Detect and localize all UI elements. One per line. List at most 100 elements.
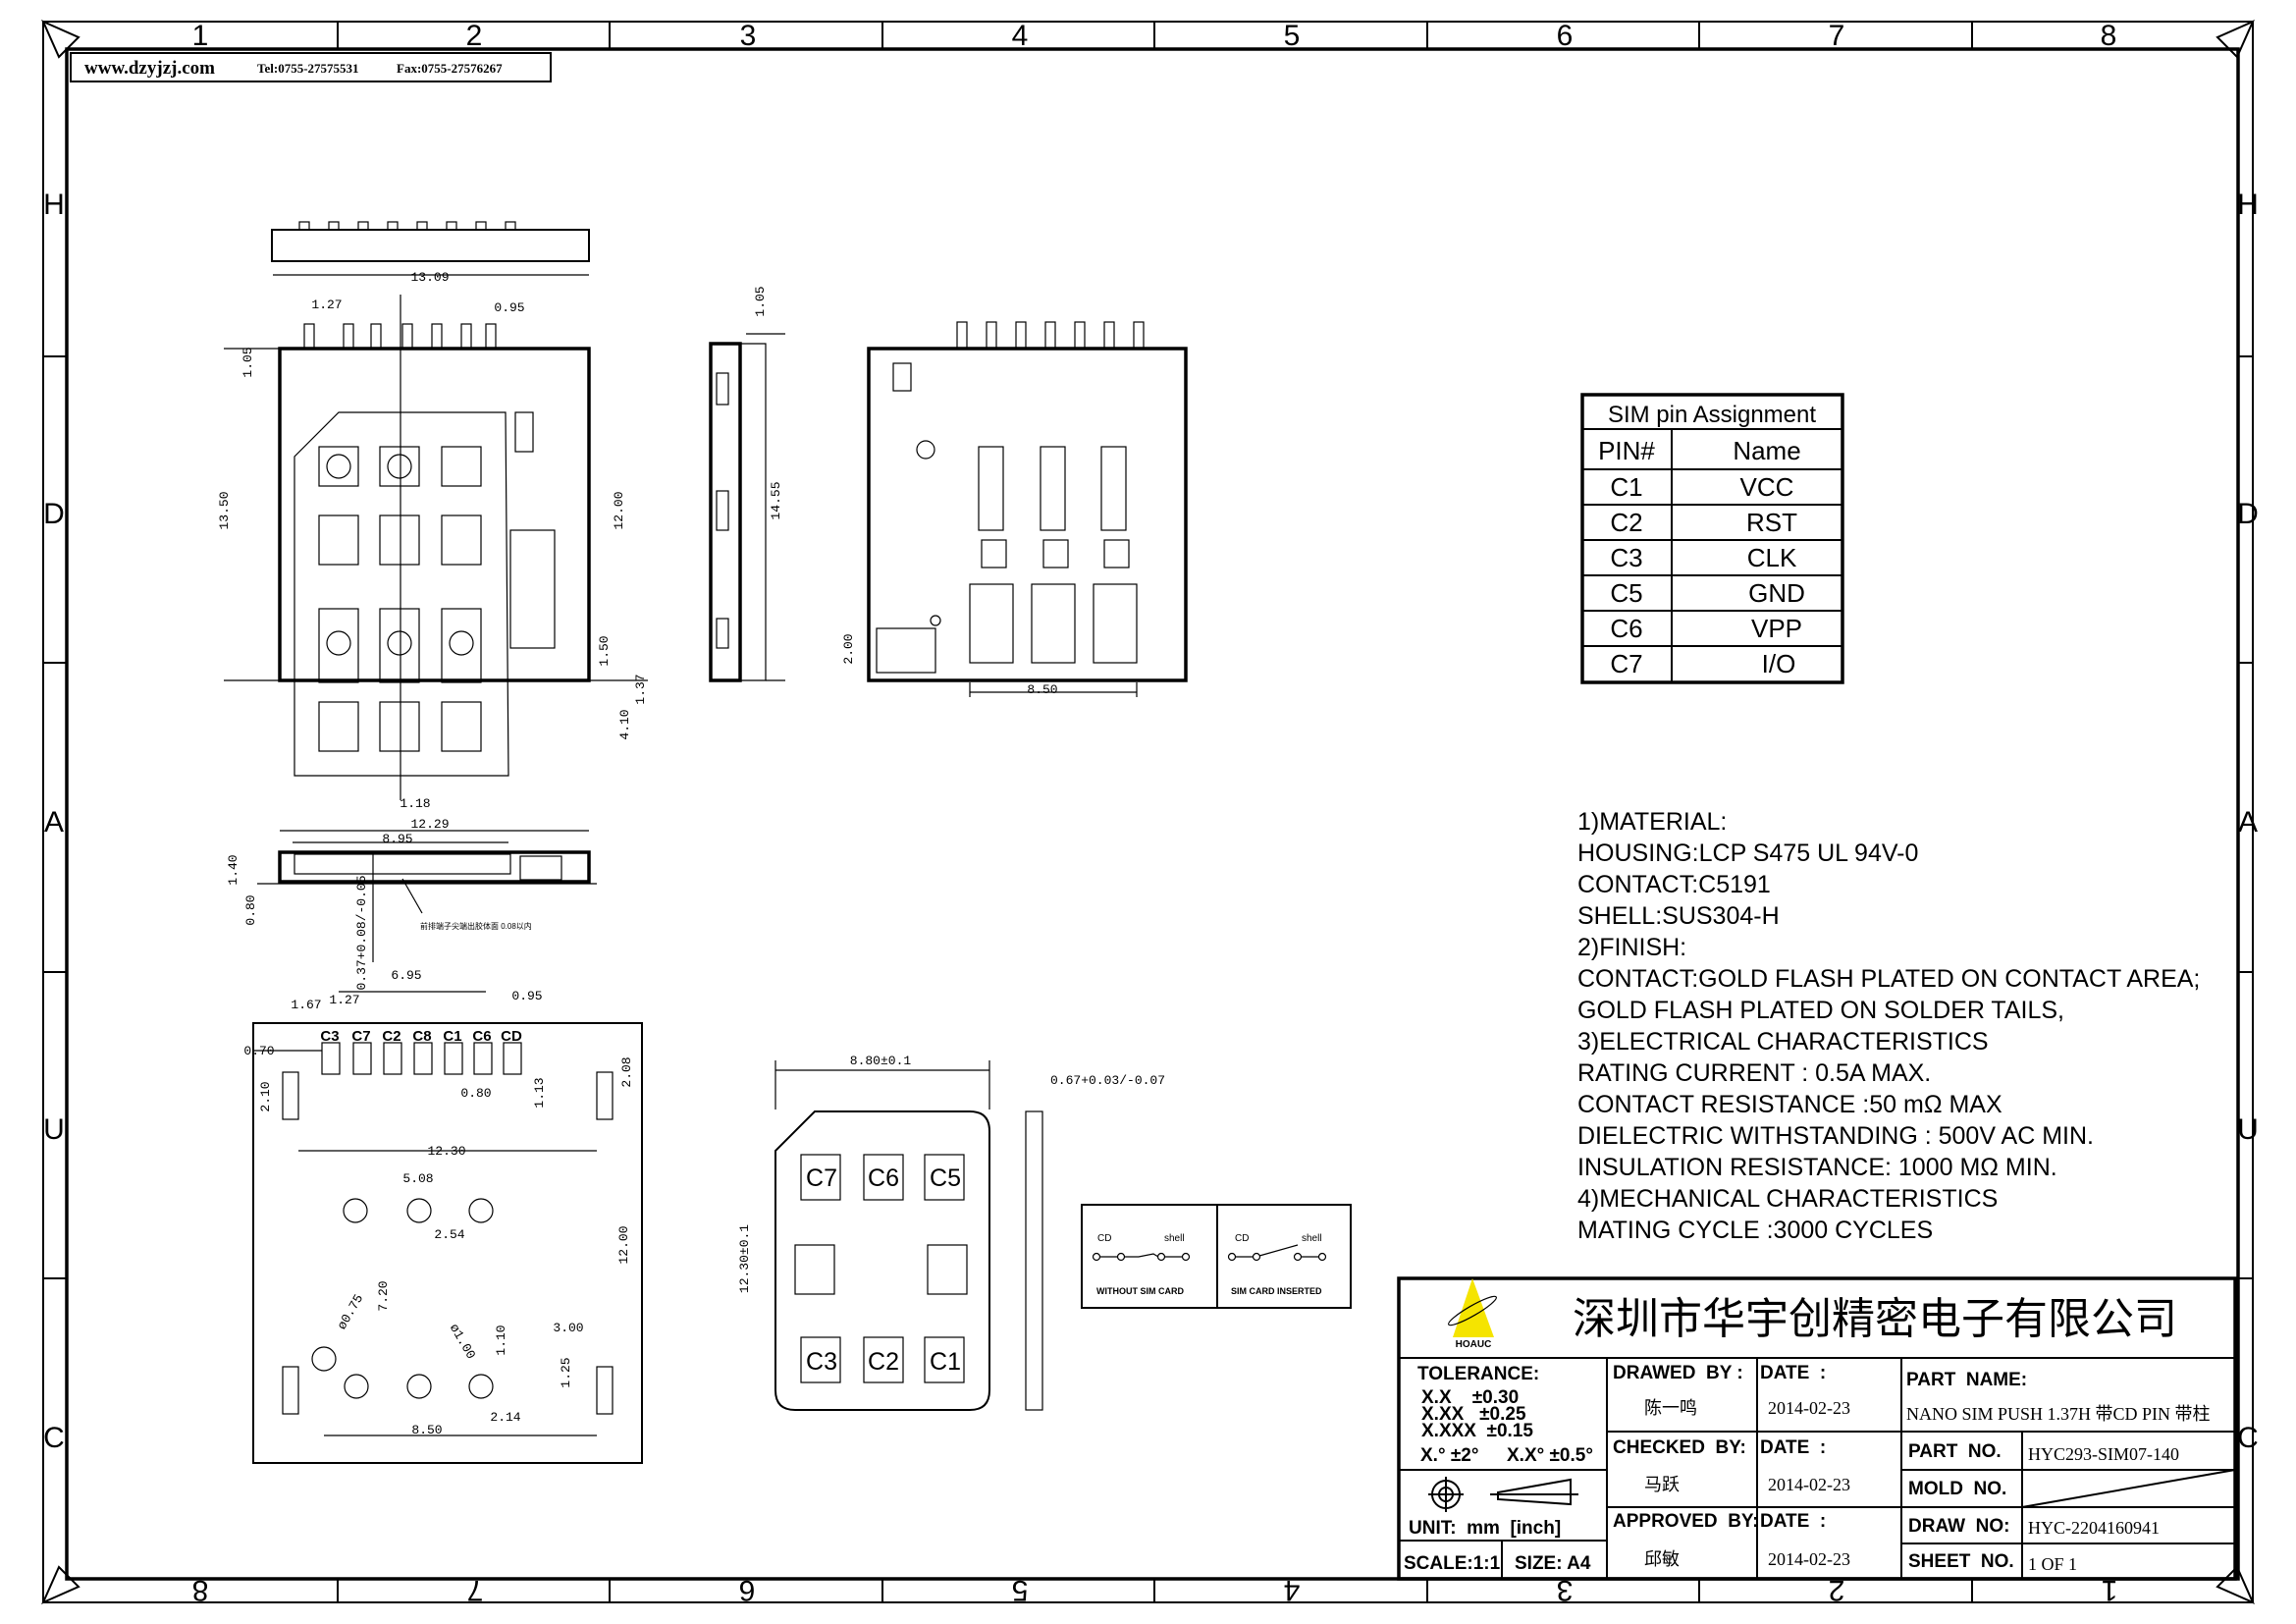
- side-view: 1.05 14.55: [709, 286, 785, 682]
- row-label: C: [43, 1422, 65, 1454]
- column-header: PIN#: [1598, 436, 1655, 465]
- website-link[interactable]: www.dzyjzj.com: [84, 58, 215, 79]
- card-contact-label: C1: [930, 1348, 961, 1376]
- drawed-date: 2014-02-23: [1768, 1398, 1850, 1418]
- angle-tolerance: X.X° ±0.5°: [1507, 1445, 1593, 1466]
- dimension-label: 0.67+0.03/-0.07: [1050, 1073, 1165, 1088]
- column-label: 3: [1557, 1574, 1574, 1606]
- column-label: 8: [192, 1574, 209, 1606]
- bottom-view: 2.00 8.50: [841, 321, 1188, 697]
- row-label: C: [2237, 1422, 2259, 1454]
- column-label: 6: [1557, 20, 1574, 52]
- tolerance-value: X.XXX ±0.15: [1421, 1421, 1533, 1441]
- note-line: CONTACT:C5191: [1577, 871, 1771, 898]
- dimension-label: 1.25: [559, 1357, 573, 1387]
- note-line: RATING CURRENT : 0.5A MAX.: [1577, 1059, 1931, 1087]
- date-label: DATE :: [1760, 1511, 1826, 1532]
- note-line: 4)MECHANICAL CHARACTERISTICS: [1577, 1185, 1998, 1213]
- row-label: H: [43, 189, 65, 221]
- dimension-label: 0.95: [494, 300, 524, 315]
- sim-pin-assignment-table: SIM pin Assignment PIN# Name C1 VCC C2 R…: [1580, 393, 1844, 684]
- dimension-label: 2.00: [841, 633, 856, 664]
- front-view: 12.29 8.95 1.40 0.80 0.37+0.08/-0.05 前排端…: [226, 817, 597, 991]
- dimension-label: 2.10: [258, 1081, 273, 1111]
- column-label: 7: [1829, 20, 1845, 52]
- note-line: 2)FINISH:: [1577, 934, 1686, 961]
- draw-no: HYC-2204160941: [2028, 1518, 2160, 1538]
- dimension-label: 7.20: [376, 1280, 391, 1311]
- column-label: 3: [740, 20, 757, 52]
- note-line: CONTACT RESISTANCE :50 mΩ MAX: [1577, 1091, 2002, 1118]
- pcb-pin-label: C1: [443, 1028, 461, 1045]
- dimension-label: 1.50: [597, 635, 612, 666]
- mold-no-label: MOLD NO.: [1908, 1479, 2006, 1499]
- column-label: 8: [2101, 20, 2117, 52]
- dimension-label: 8.50: [1027, 682, 1057, 697]
- dimension-label: 13.50: [217, 491, 232, 529]
- row-label: H: [2237, 189, 2259, 221]
- tolerance-value: X.XX ±0.25: [1421, 1404, 1526, 1425]
- switch-cd-label: CD: [1097, 1233, 1111, 1244]
- card-contact-label: C6: [868, 1164, 899, 1192]
- dimension-label: 1.37: [633, 674, 648, 704]
- third-angle-projection-icon: [1428, 1477, 1578, 1512]
- row-label: U: [2237, 1113, 2259, 1146]
- note-line: INSULATION RESISTANCE: 1000 MΩ MIN.: [1577, 1154, 2057, 1181]
- pcb-pin-label: C3: [320, 1028, 339, 1045]
- drawed-by-label: DRAWED BY :: [1613, 1363, 1743, 1383]
- sheet-no: 1 OF 1: [2028, 1554, 2077, 1574]
- card-contact-label: C2: [868, 1348, 899, 1376]
- tolerance-label: TOLERANCE:: [1417, 1364, 1539, 1384]
- dimension-label: 12.29: [410, 817, 449, 832]
- pcb-pin-label: C2: [382, 1028, 400, 1045]
- note-line: MATING CYCLE :3000 CYCLES: [1577, 1217, 1933, 1244]
- top-view: 13.09 1.27 0.95 1.05 13.50 12.00 1.50 1.…: [217, 221, 648, 811]
- date-label: DATE :: [1760, 1363, 1826, 1383]
- name-cell: VPP: [1751, 614, 1802, 643]
- note-line: 1)MATERIAL:: [1577, 808, 1727, 836]
- unit-label: UNIT: mm [inch]: [1409, 1518, 1561, 1539]
- approved-by-label: APPROVED BY:: [1613, 1511, 1759, 1532]
- pcb-pin-label: CD: [501, 1028, 522, 1045]
- dimension-label: ø0.75: [335, 1292, 366, 1332]
- dimension-label: 0.70: [243, 1044, 274, 1058]
- part-name-label: PART NAME:: [1906, 1370, 2027, 1390]
- contact-header: www.dzyjzj.com Tel:0755-27575531 Fax:075…: [70, 52, 552, 82]
- name-cell: RST: [1746, 508, 1797, 537]
- switch-caption: WITHOUT SIM CARD: [1096, 1286, 1184, 1296]
- dimension-label: 12.00: [616, 1225, 631, 1264]
- row-label: A: [2238, 806, 2258, 839]
- dimension-label: 6.95: [391, 968, 421, 983]
- column-label: 6: [739, 1574, 756, 1606]
- checked-by-label: CHECKED BY:: [1613, 1437, 1746, 1458]
- title-block: HOAUC 深圳市华宇创精密电子有限公司 TOLERANCE: X.X ±0.3…: [1397, 1276, 2237, 1581]
- note-line: SHELL:SUS304-H: [1577, 902, 1780, 930]
- dimension-label: 8.50: [411, 1423, 442, 1437]
- switch-cd-label: CD: [1235, 1233, 1249, 1244]
- card-contact-label: C3: [806, 1348, 837, 1376]
- note-line: GOLD FLASH PLATED ON SOLDER TAILS,: [1577, 997, 2064, 1024]
- company-name: 深圳市华宇创精密电子有限公司: [1573, 1295, 2177, 1343]
- dimension-note: 前排端子尖端出胶体面 0.08以内: [420, 921, 532, 931]
- dimension-label: 2.08: [619, 1056, 634, 1087]
- pin-cell: C6: [1610, 614, 1642, 643]
- dimension-label: 2.54: [434, 1227, 464, 1242]
- column-label: 2: [1829, 1574, 1845, 1606]
- approved-date: 2014-02-23: [1768, 1549, 1850, 1569]
- dimension-label: 0.37+0.08/-0.05: [354, 875, 369, 990]
- dimension-label: 1.40: [226, 854, 240, 885]
- dimension-label: 14.55: [769, 481, 783, 519]
- dimension-label: ø1.00: [447, 1322, 478, 1362]
- note-line: CONTACT:GOLD FLASH PLATED ON CONTACT ARE…: [1577, 965, 2200, 993]
- pin-cell: C3: [1610, 543, 1642, 572]
- card-contact-label: C7: [806, 1164, 837, 1192]
- checked-by: 马跃: [1644, 1475, 1680, 1494]
- checked-date: 2014-02-23: [1768, 1475, 1850, 1494]
- fax: Fax:0755-27576267: [397, 61, 503, 76]
- column-label: 5: [1012, 1574, 1029, 1606]
- part-name: NANO SIM PUSH 1.37H 带CD PIN 带柱: [1906, 1404, 2211, 1424]
- pin-cell: C2: [1610, 508, 1642, 537]
- logo-triangle-icon: [1453, 1278, 1494, 1337]
- dimension-label: 13.09: [410, 270, 449, 285]
- note-line: DIELECTRIC WITHSTANDING : 500V AC MIN.: [1577, 1122, 2094, 1150]
